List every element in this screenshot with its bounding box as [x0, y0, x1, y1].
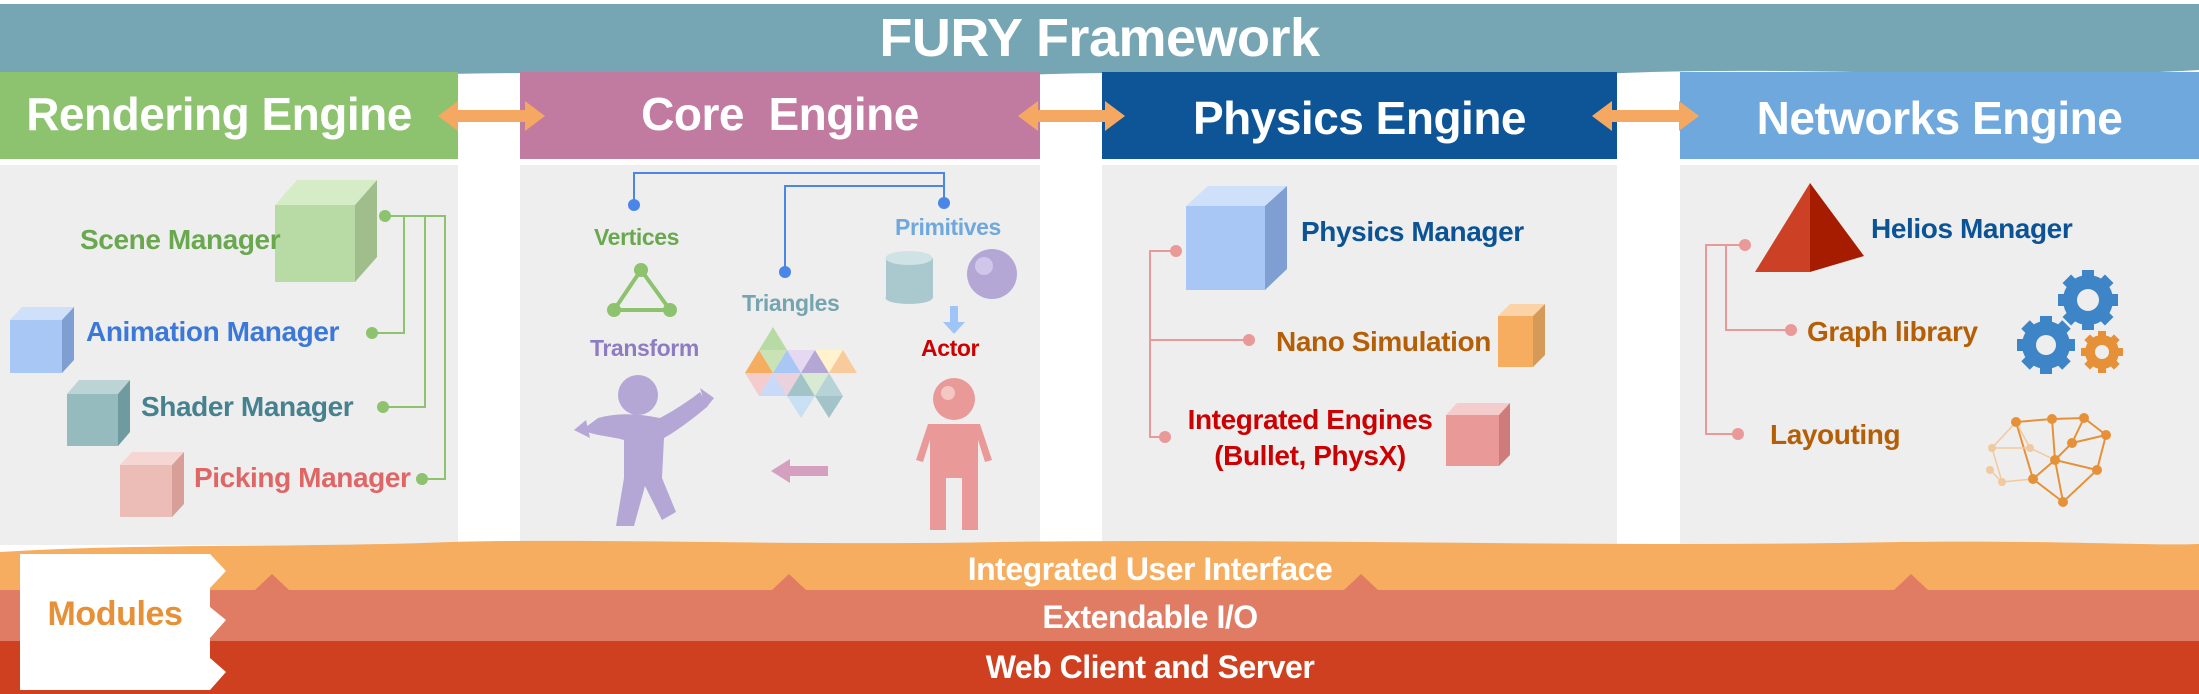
- gears-icon: [2017, 270, 2123, 374]
- networks-engine-title: Networks Engine: [1756, 92, 2123, 144]
- core-engine-title: Core Engine: [641, 88, 919, 140]
- primitives-label: Primitives: [895, 214, 1001, 240]
- core-connector-lines: [633, 172, 945, 272]
- helios-manager-label: Helios Manager: [1871, 213, 2073, 244]
- integrated-engines-line2: (Bullet, PhysX): [1214, 440, 1406, 471]
- transform-label: Transform: [590, 335, 699, 361]
- nano-cube-icon: [1498, 304, 1545, 367]
- pyramid-icon: [1755, 183, 1864, 272]
- band-extendable-io: [0, 590, 2199, 641]
- picking-cube-icon: [120, 452, 184, 517]
- nano-simulation-label: Nano Simulation: [1276, 326, 1491, 357]
- vertices-triangle-icon: [610, 266, 674, 312]
- title-banner: [0, 4, 2199, 79]
- rendering-connector-lines: [372, 215, 446, 480]
- core-engine-header: [520, 72, 1040, 159]
- animation-cube-icon: [10, 307, 74, 373]
- vertices-label: Vertices: [594, 224, 680, 250]
- shader-manager-label: Shader Manager: [141, 391, 354, 422]
- actor-label: Actor: [921, 335, 980, 361]
- sphere-icon: [967, 249, 1017, 299]
- modules-tag: [20, 554, 226, 690]
- band-web-client-and-server: [0, 641, 2199, 694]
- rendering-engine-title: Rendering Engine: [26, 88, 412, 140]
- picking-manager-label: Picking Manager: [194, 462, 411, 493]
- rendering-panel: [0, 165, 458, 545]
- triangles-mosaic-icon: [745, 327, 857, 418]
- web-client-and-server-label: Web Client and Server: [985, 649, 1315, 685]
- networks-engine-header: [1680, 72, 2199, 159]
- shader-cube-icon: [67, 380, 130, 446]
- integrated-engines-cube-icon: [1446, 403, 1510, 466]
- integrated-engines-label: Integrated Engines (Bullet, PhysX): [1170, 402, 1450, 474]
- physics-cube-icon: [1186, 186, 1287, 290]
- down-arrow-icon: [943, 306, 965, 334]
- graph-library-label: Graph library: [1807, 316, 1978, 347]
- rendering-engine-header: [0, 72, 458, 159]
- animation-manager-label: Animation Manager: [86, 316, 340, 347]
- integrated-user-interface-label: Integrated User Interface: [967, 551, 1333, 587]
- triangles-label: Triangles: [742, 290, 840, 316]
- double-arrow-icon: [438, 101, 545, 131]
- integrated-engines-line1: Integrated Engines: [1187, 404, 1433, 435]
- scene-cube-icon: [275, 180, 377, 282]
- page-title: FURY Framework: [879, 8, 1320, 68]
- networks-connector-lines: [1705, 244, 1791, 435]
- engine-connector-arrows: [438, 101, 1699, 131]
- layouting-label: Layouting: [1770, 419, 1901, 450]
- actor-figure-icon: [916, 378, 992, 530]
- transform-figure-icon: [574, 375, 714, 526]
- physics-engine-header: [1102, 72, 1617, 159]
- left-arrow-icon: [771, 459, 828, 483]
- double-arrow-icon: [1592, 101, 1699, 131]
- cylinder-icon: [885, 251, 933, 304]
- physics-engine-title: Physics Engine: [1192, 92, 1527, 144]
- modules-label: Modules: [47, 595, 183, 633]
- physics-manager-label: Physics Manager: [1301, 216, 1524, 247]
- extendable-io-label: Extendable I/O: [1042, 599, 1258, 635]
- double-arrow-icon: [1018, 101, 1125, 131]
- scene-manager-label: Scene Manager: [80, 224, 281, 255]
